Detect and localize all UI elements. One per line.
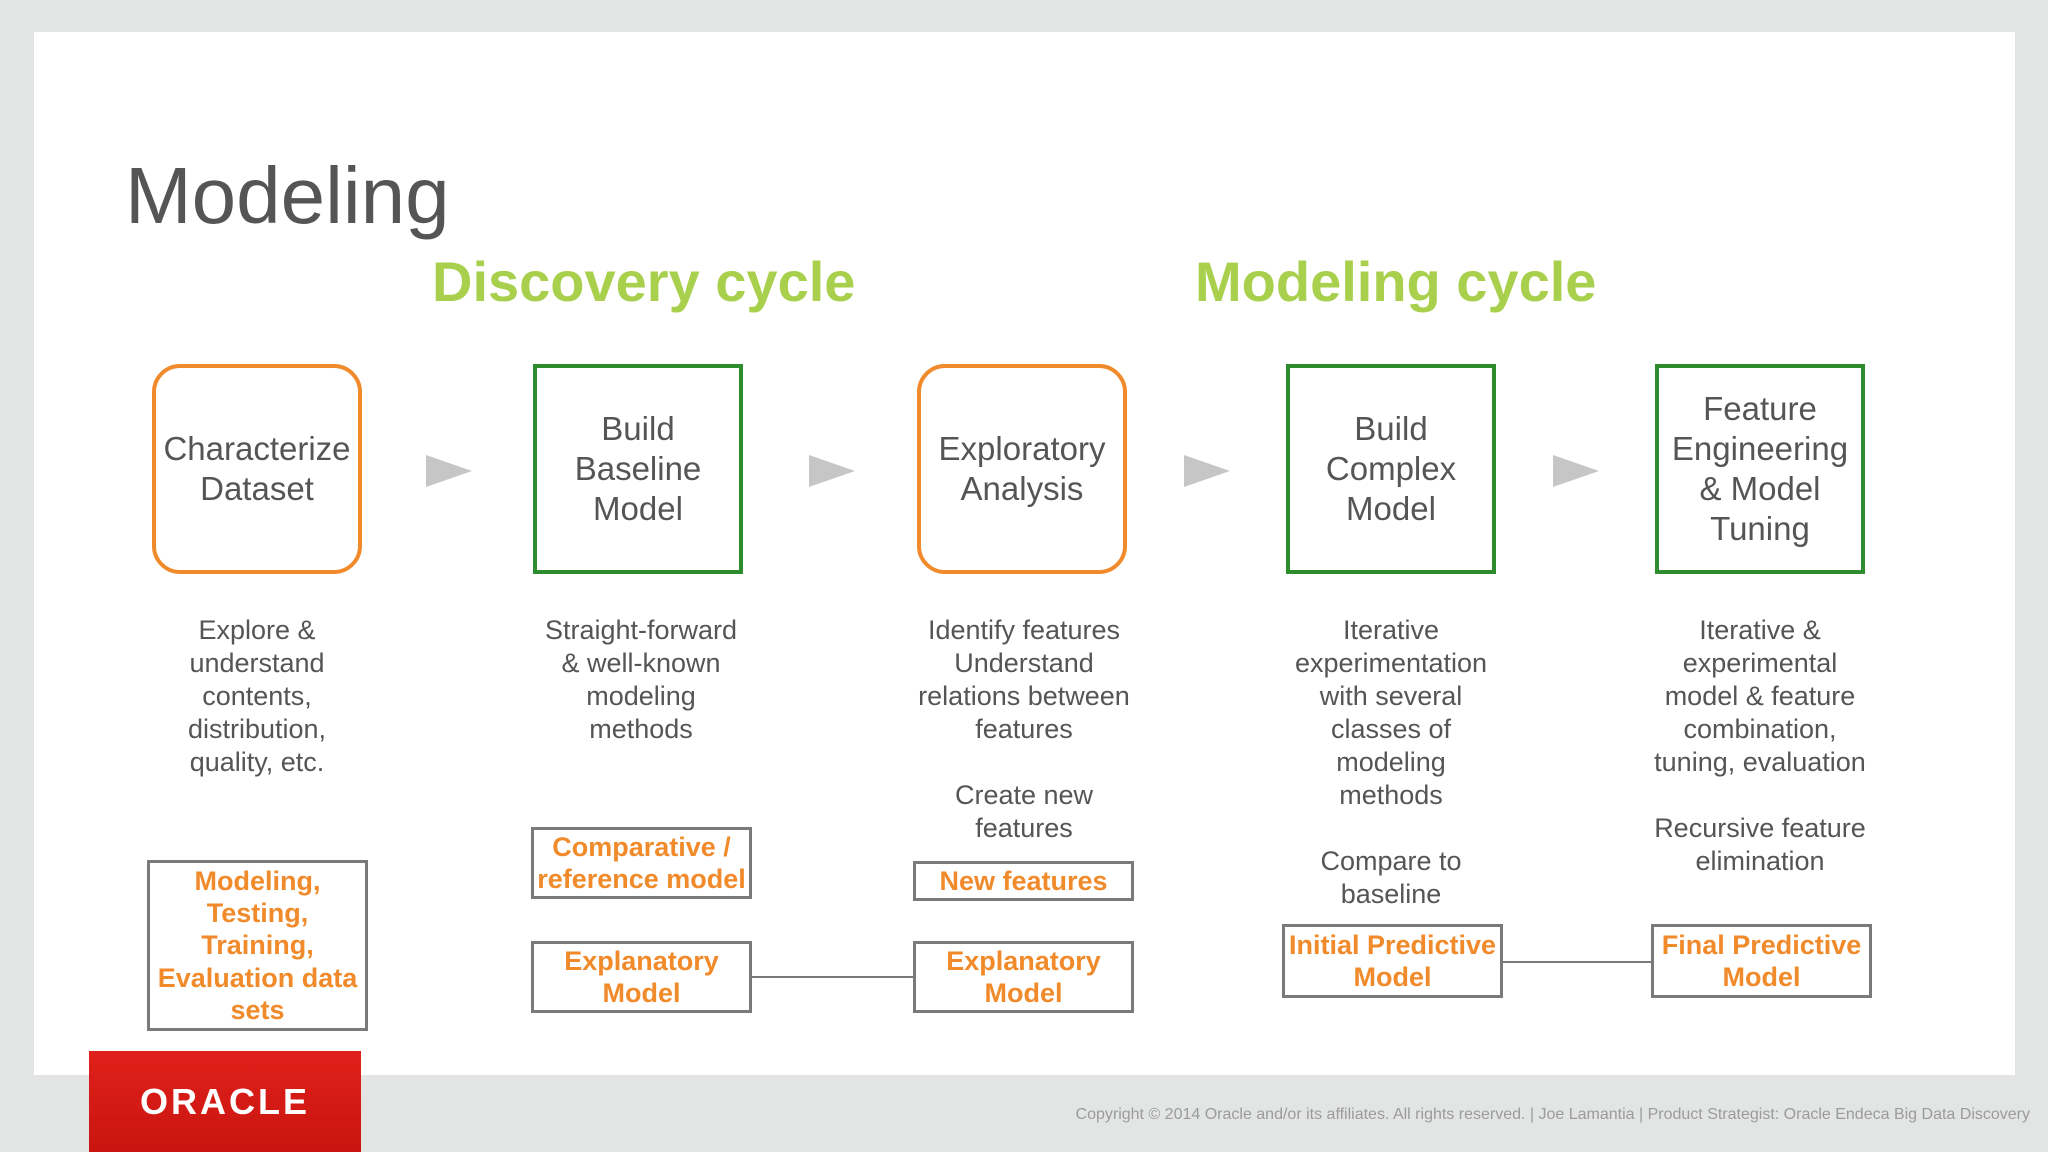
step-description: Iterative & experimental model & feature… [1654, 615, 1866, 876]
step-label: Exploratory Analysis [938, 429, 1106, 507]
flow-arrow-icon [809, 455, 855, 487]
output-comparative-model: Comparative / reference model [531, 827, 752, 899]
output-new-features: New features [913, 861, 1134, 901]
flow-arrow-icon [1184, 455, 1230, 487]
modeling-cycle-label: Modeling cycle [1195, 250, 1597, 313]
step-exploratory-analysis: Exploratory Analysis [917, 364, 1127, 574]
step-label: Build Baseline Model [574, 409, 702, 528]
step-characterize-dataset: Characterize Dataset [152, 364, 362, 574]
output-datasets: Modeling, Testing, Training, Evaluation … [147, 860, 368, 1031]
copyright-footer: Copyright © 2014 Oracle and/or its affil… [1075, 1106, 2030, 1123]
slide: Modeling [34, 32, 2015, 1075]
step-description: Explore & understand contents, distribut… [187, 615, 327, 777]
step-description: Straight-forward & well-known modeling m… [544, 615, 738, 744]
output-explanatory-model: Explanatory Model [913, 941, 1134, 1013]
output-final-predictive-model: Final Predictive Model [1651, 924, 1872, 998]
logo-wordmark: ORACLE [140, 1080, 310, 1122]
slide-title: Modeling [125, 151, 450, 240]
step-build-baseline-model: Build Baseline Model [533, 364, 743, 574]
output-explanatory-model: Explanatory Model [531, 941, 752, 1013]
connector-line [1503, 961, 1651, 963]
step-description: Iterative experimentation with several c… [1294, 615, 1488, 909]
step-label: Characterize Dataset [163, 429, 351, 507]
step-label: Feature Engineering & Model Tuning [1671, 389, 1849, 548]
step-label: Build Complex Model [1325, 409, 1457, 528]
connector-line [752, 976, 913, 978]
step-description: Identify features Understand relations b… [918, 615, 1130, 843]
output-initial-predictive-model: Initial Predictive Model [1282, 924, 1503, 998]
step-build-complex-model: Build Complex Model [1286, 364, 1496, 574]
oracle-logo: ORACLE [89, 1051, 361, 1152]
step-feature-engineering: Feature Engineering & Model Tuning [1655, 364, 1865, 574]
flow-arrow-icon [426, 455, 472, 487]
discovery-cycle-label: Discovery cycle [432, 250, 856, 313]
flow-arrow-icon [1553, 455, 1599, 487]
